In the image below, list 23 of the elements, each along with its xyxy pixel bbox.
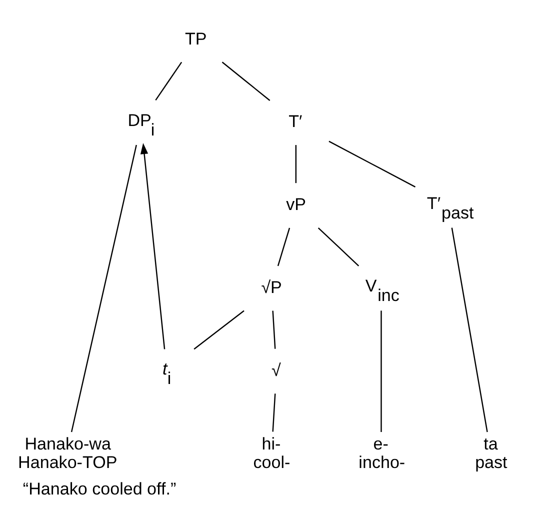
connector — [272, 310, 276, 348]
arrow — [140, 142, 166, 349]
node-text: e- incho- — [358, 434, 406, 472]
connector — [451, 227, 488, 432]
node-text: ta past — [475, 434, 508, 472]
connector — [272, 393, 276, 432]
node-text: vP — [286, 194, 306, 214]
connector — [380, 310, 382, 432]
connector — [328, 140, 416, 187]
node-text: TP — [185, 28, 207, 48]
connector — [70, 144, 137, 432]
node-text: √P — [261, 277, 282, 296]
connector — [277, 227, 290, 266]
node-text: √ — [272, 360, 281, 380]
node-text: hi- cool- — [253, 434, 290, 472]
node-text: Hanako-wa Hanako-TOP — [18, 434, 118, 472]
caption: “Hanako cooled off.” — [22, 479, 176, 498]
node-text: T′ — [288, 112, 302, 131]
connector — [222, 61, 270, 100]
connector — [318, 226, 360, 266]
connector — [194, 310, 244, 350]
connector — [155, 61, 182, 100]
connector — [295, 144, 297, 183]
